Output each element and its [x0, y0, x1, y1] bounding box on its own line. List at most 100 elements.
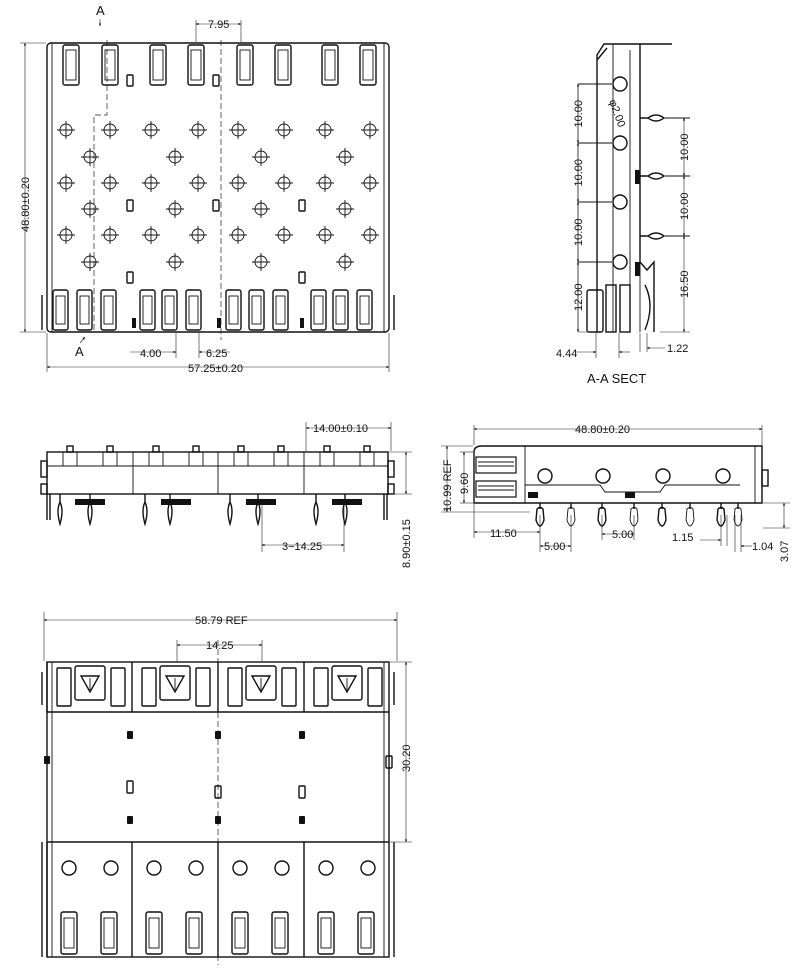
side-press-fit-pin — [657, 506, 667, 527]
bottom-mark — [127, 731, 133, 739]
cage-slot — [274, 44, 292, 86]
section-marker-a-top: A — [96, 3, 105, 18]
bottom-cage-hole — [61, 860, 77, 876]
bottom-cage-slot — [271, 911, 289, 955]
front-gasket — [246, 499, 276, 505]
pin-slot — [161, 289, 178, 331]
press-fit-pin — [87, 501, 93, 527]
press-fit-pin — [167, 501, 173, 527]
cage-slot-inner — [277, 49, 289, 81]
pin-slot — [100, 289, 117, 331]
dim-pin-spacing: 3−14.25 — [282, 541, 322, 553]
section-cut-line — [93, 40, 108, 330]
pin-slot — [272, 289, 289, 331]
section-right-dim-1: 10.00 — [679, 133, 691, 161]
side-hole — [595, 468, 611, 484]
dim-top-left: 4.00 — [140, 348, 161, 360]
dim-section-bottom-left: 4.44 — [556, 348, 577, 360]
dim-port-width: 14.00±0.10 — [313, 423, 368, 435]
front-contact — [273, 451, 289, 467]
bottom-port-key — [74, 665, 106, 701]
pin-slot-inner — [275, 295, 286, 325]
cage-slot-inner — [324, 49, 336, 81]
side-hole — [537, 468, 553, 484]
section-pin — [640, 114, 666, 122]
front-view: 14.00±0.10 3−14.25 8.90±0.15 — [40, 422, 413, 568]
pin-slot-inner — [188, 295, 199, 325]
latch-tab — [126, 271, 134, 284]
bottom-mark — [127, 816, 133, 824]
pin-slot — [225, 289, 242, 331]
latch-tab — [298, 271, 306, 284]
pin-slot-inner — [55, 295, 66, 325]
side-outline — [473, 445, 763, 504]
bottom-cage-slot-inner — [234, 917, 246, 949]
pin-slot-inner — [228, 295, 239, 325]
latch-mark — [132, 318, 136, 328]
bottom-cage-hole — [188, 860, 204, 876]
side-press-fit-pin — [597, 506, 607, 527]
dim-bottom-pitch: 14.25 — [206, 640, 234, 652]
bottom-cage-slot — [185, 911, 203, 955]
dim-side-length: 48.80±0.20 — [575, 424, 630, 436]
front-post — [192, 445, 200, 453]
bottom-cage-hole — [318, 860, 334, 876]
front-outline — [46, 451, 389, 495]
bottom-cage-hole — [146, 860, 162, 876]
bottom-port-key — [331, 665, 363, 701]
bottom-port-slot — [281, 667, 297, 707]
cage-slot — [187, 44, 205, 86]
side-press-fit-pin — [733, 507, 743, 527]
section-left-dim-2: 10.00 — [573, 159, 585, 187]
section-pin — [640, 172, 666, 180]
top-view-outline — [46, 42, 390, 333]
dim-side-offset: 11.50 — [490, 528, 517, 540]
bottom-port-slot — [227, 667, 243, 707]
bottom-cage-slot-inner — [63, 917, 75, 949]
bottom-port-key — [159, 665, 191, 701]
bottom-port-slot — [110, 667, 126, 707]
pin-slot — [185, 289, 202, 331]
side-press-fit-pin — [566, 507, 576, 527]
bottom-cage-hole — [360, 860, 376, 876]
dim-pitch-top: 7.95 — [208, 19, 229, 31]
bottom-cage-slot — [317, 911, 335, 955]
side-press-fit-pin — [535, 506, 545, 527]
bottom-port-slot — [141, 667, 157, 707]
arrow-marker-icon — [164, 675, 186, 694]
bottom-port-slot — [367, 667, 383, 707]
bottom-cage-slot — [231, 911, 249, 955]
dim-hole-diameter: φ2.00 — [606, 98, 627, 129]
dim-bottom-overall: 58.79 REF — [195, 615, 248, 627]
cage-slot-inner — [152, 49, 164, 81]
bottom-mark — [215, 816, 221, 824]
side-hole — [655, 468, 671, 484]
side-press-fit-pin — [716, 506, 726, 527]
dim-side-d2: 1.04 — [752, 541, 773, 553]
latch-tab — [126, 199, 134, 212]
bottom-mark — [299, 731, 305, 739]
front-post — [277, 445, 285, 453]
section-hole — [612, 135, 628, 151]
section-marker-a-bottom: A — [75, 344, 84, 359]
front-contact — [188, 451, 204, 467]
dim-side-pitch2: 5.00 — [612, 529, 633, 541]
front-contact — [359, 451, 375, 467]
pin-slot-inner — [251, 295, 262, 325]
cage-slot-inner — [104, 49, 116, 81]
bottom-cage-hole — [103, 860, 119, 876]
bottom-mark — [44, 756, 50, 764]
front-contact — [62, 451, 78, 467]
bottom-port-slot — [313, 667, 329, 707]
bottom-port-slot — [195, 667, 211, 707]
front-contact — [148, 451, 164, 467]
front-contact — [233, 451, 249, 467]
cage-slot — [62, 44, 80, 86]
section-title: A-A SECT — [587, 371, 646, 386]
bottom-cage-slot-inner — [103, 917, 115, 949]
arrow-marker-icon — [79, 675, 101, 694]
front-contact — [102, 451, 118, 467]
latch-tab — [298, 199, 306, 212]
dim-top-height: 48.80±0.20 — [20, 177, 32, 232]
